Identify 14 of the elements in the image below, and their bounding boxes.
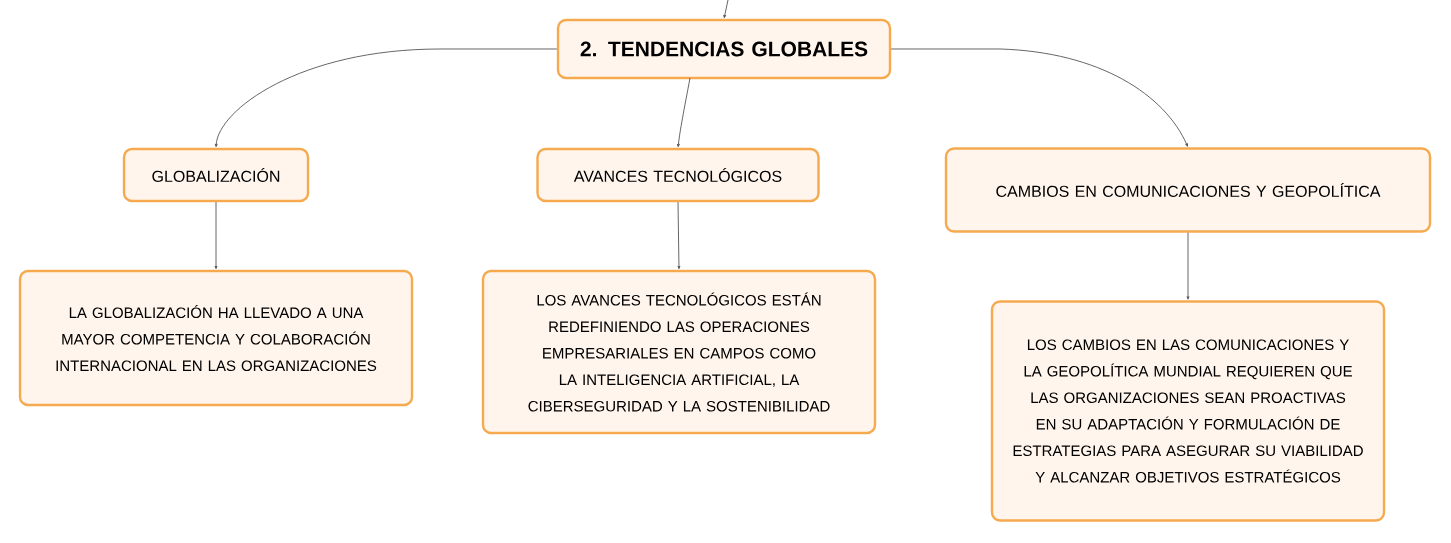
arrow xyxy=(677,201,681,270)
arrow xyxy=(214,201,218,270)
topic-box: CAMBIOS EN COMUNICACIONES Y GEOPOLÍTICA xyxy=(944,147,1432,233)
arrow xyxy=(723,0,729,19)
description-box: LA GLOBALIZACIÓN HA LLEVADO A UNA MAYOR COMPETENCIA Y COLABORACIÓN INTERNACIONAL EN LAS ORGANIZACIONES xyxy=(18,269,414,407)
arrow xyxy=(676,77,691,148)
description-box: LOS AVANCES TECNOLÓGICOS ESTÁN REDEFINIENDO LAS OPERACIONES EMPRESARIALES EN CAMPOS COMO LA INTELIGENCIA ARTIFICIAL, LA CIBERSEGURIDAD Y LA SOSTENIBILIDAD xyxy=(481,269,877,435)
topic-box: GLOBALIZACIÓN xyxy=(122,147,310,203)
title-box: 2. TENDENCIAS GLOBALES xyxy=(556,18,892,80)
description-box: LOS CAMBIOS EN LAS COMUNICACIONES Y LA GEOPOLÍTICA MUNDIAL REQUIEREN QUE LAS ORGANIZACIONES SEAN PROACTIVAS EN SU ADAPTACIÓN Y FORMULACIÓN DE ESTRATEGIAS PARA ASEGURAR SU VIABILIDAD Y ALCANZAR OBJETIVOS ESTRATÉGICOS xyxy=(990,300,1386,522)
arrow xyxy=(890,48,1188,147)
arrow xyxy=(214,48,558,148)
arrow xyxy=(1186,232,1190,300)
topic-box: AVANCES TECNOLÓGICOS xyxy=(536,147,820,203)
